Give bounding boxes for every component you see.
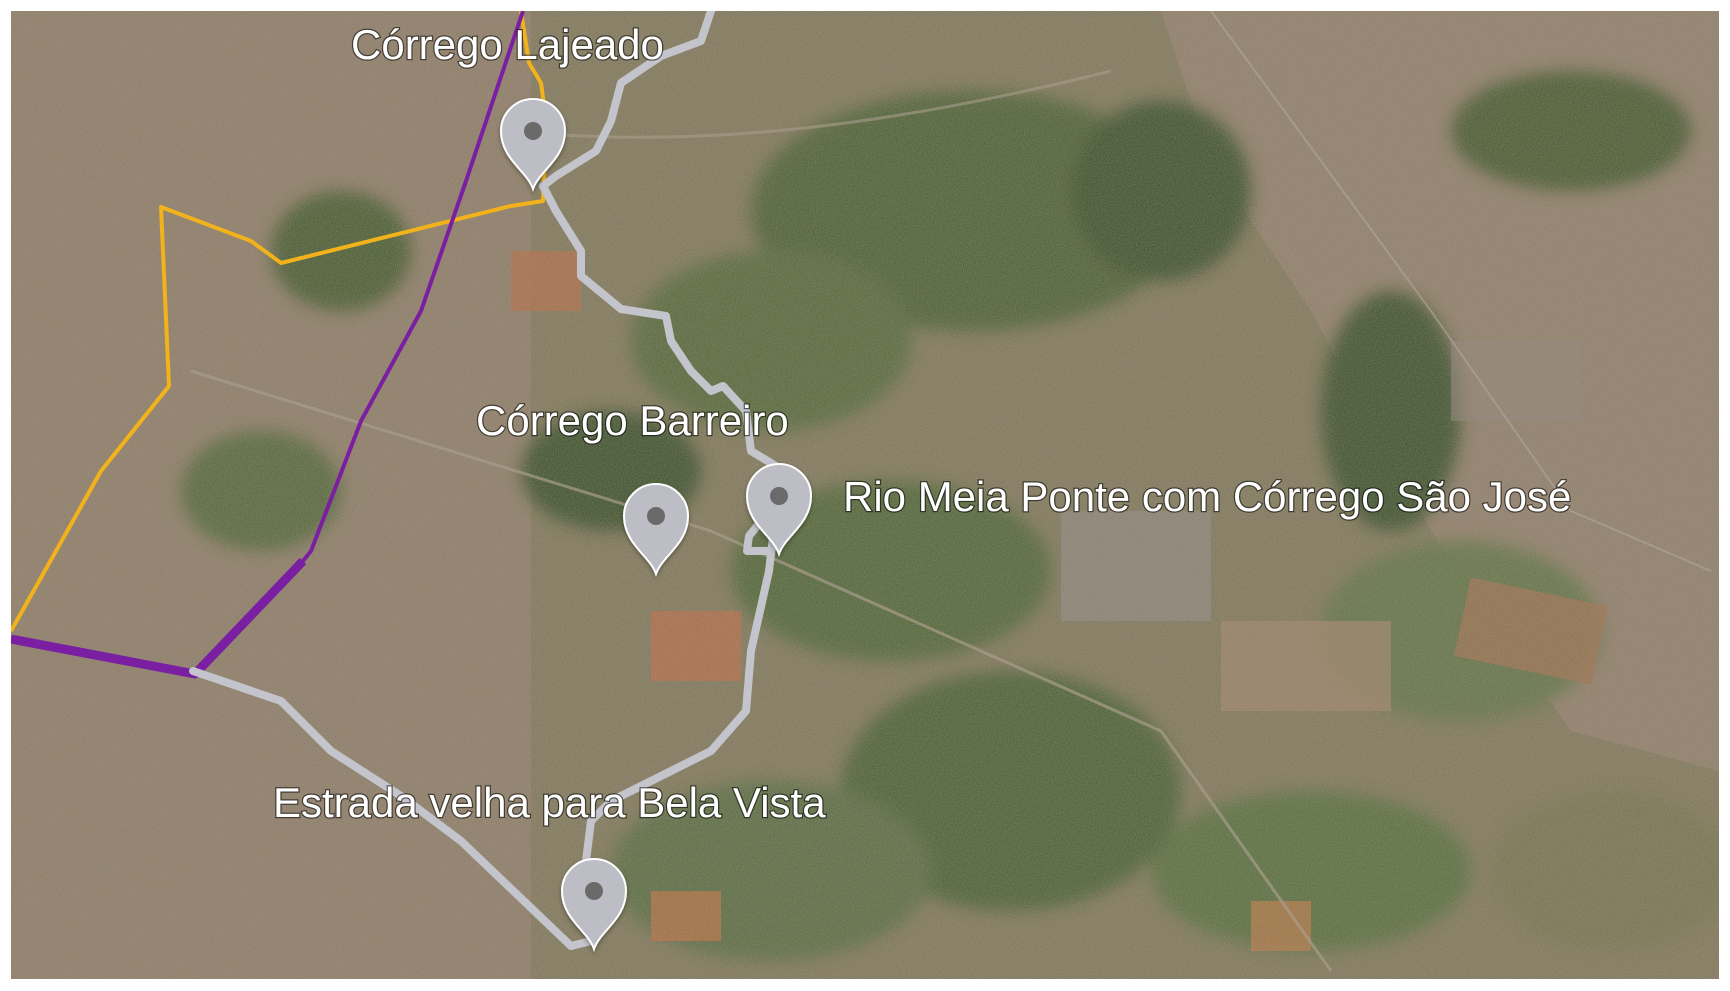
map-pin-icon[interactable]	[622, 483, 690, 578]
labels-layer: Córrego Lajeado Córrego Barreiro Rio Mei…	[272, 20, 1573, 828]
map-pin-icon[interactable]	[745, 463, 813, 558]
marker-label-rio-meia-ponte: Rio Meia Ponte com Córrego São José	[843, 473, 1571, 520]
yellow-route[interactable]	[11, 11, 548, 632]
map-pin-icon[interactable]	[499, 98, 567, 193]
marker-label-corrego-barreiro: Córrego Barreiro	[476, 397, 789, 444]
marker-label-corrego-lajeado: Córrego Lajeado	[351, 21, 664, 68]
satellite-map[interactable]: Córrego Lajeado Córrego Barreiro Rio Mei…	[11, 11, 1719, 979]
marker-label-estrada-velha: Estrada velha para Bela Vista	[273, 779, 826, 826]
map-pin-icon[interactable]	[560, 858, 628, 953]
terrain-layer	[11, 11, 1719, 979]
markers-layer	[499, 98, 813, 953]
